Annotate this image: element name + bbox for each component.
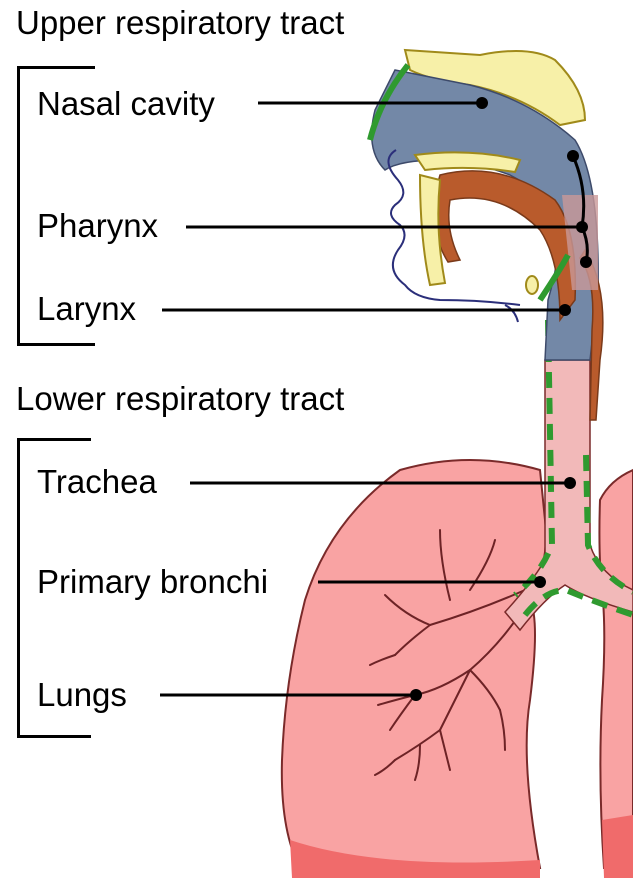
label-trachea: Trachea — [37, 465, 157, 498]
label-primary-bronchi: Primary bronchi — [37, 565, 268, 598]
upper-tract-heading: Upper respiratory tract — [16, 6, 344, 39]
label-lungs: Lungs — [37, 678, 127, 711]
label-larynx: Larynx — [37, 292, 136, 325]
label-nasal-cavity: Nasal cavity — [37, 87, 215, 120]
left-lung — [282, 460, 546, 878]
lower-tract-heading: Lower respiratory tract — [16, 382, 344, 415]
right-lung — [599, 470, 633, 878]
label-pharynx: Pharynx — [37, 209, 158, 242]
